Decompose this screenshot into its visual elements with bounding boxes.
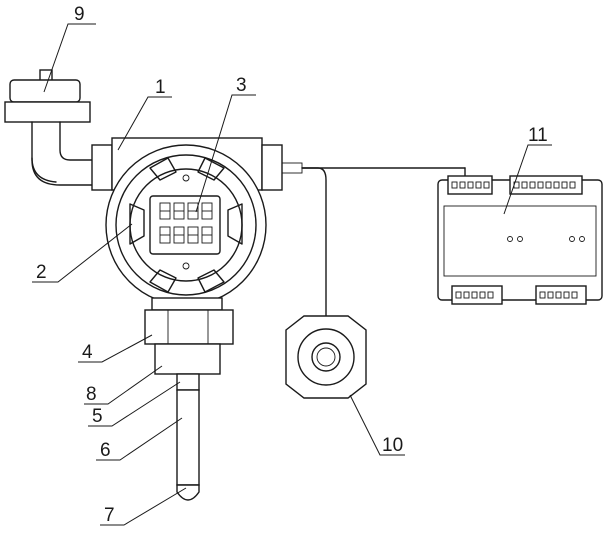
label-1: 1 [155,77,166,98]
terminal-pin [487,291,494,299]
terminal-pin [455,291,462,299]
leader-lines [32,23,552,526]
terminal-pin [545,181,552,189]
terminal-pin [463,291,470,299]
terminal-pin [529,181,536,189]
terminal-pin [479,291,486,299]
terminal-pin [537,181,544,189]
terminal-pin [451,181,458,189]
part-4-hex-nut [144,297,234,345]
terminal-pin [521,181,528,189]
terminal-pin [475,181,482,189]
display-row-bottom [159,226,213,244]
display-row-top [159,202,213,220]
label-2: 2 [36,262,47,283]
part-8-adaptor [154,343,221,375]
label-10: 10 [382,435,403,456]
label-5: 5 [92,406,103,427]
terminal-pin [539,291,546,299]
part-9-sensor-cap [4,69,111,186]
label-7: 7 [104,505,115,526]
part-10-remote-sensor [285,167,466,399]
terminal-pin [483,181,490,189]
part-11-controller [437,167,603,305]
part-labels: 9 1 3 2 4 8 5 6 7 10 11 [36,4,548,526]
terminal-pin [571,291,578,299]
label-3: 3 [236,75,247,96]
part-2-front-cover [105,144,267,306]
terminal-pin [471,291,478,299]
label-6: 6 [100,440,111,461]
label-4: 4 [82,342,93,363]
terminal-pin [563,291,570,299]
part-5-6-7-probe [176,373,200,501]
label-8: 8 [86,384,97,405]
terminal-pin [561,181,568,189]
terminal-pin [467,181,474,189]
terminal-pin [555,291,562,299]
label-11: 11 [528,125,548,146]
terminal-pin [569,181,576,189]
part-3-display [159,202,213,244]
terminal-pin [547,291,554,299]
terminal-pin [553,181,560,189]
terminal-pin [459,181,466,189]
label-9: 9 [74,4,85,25]
